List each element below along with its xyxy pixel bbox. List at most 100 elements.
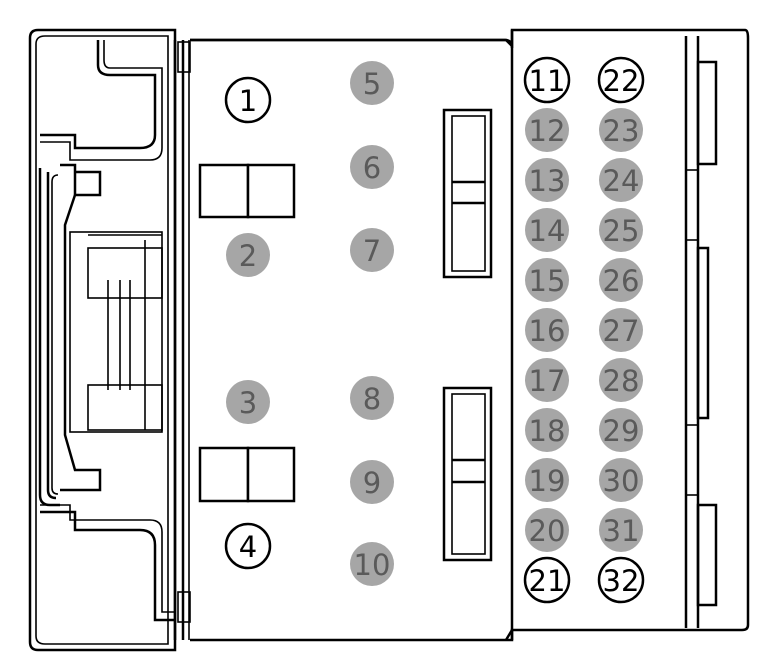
pin-20-label: 20 (529, 514, 566, 548)
cavity-box-lower-right (246, 446, 296, 503)
pin-16: 16 (525, 308, 569, 352)
pin-22-label: 22 (603, 64, 640, 98)
tall-slot-lower (442, 386, 493, 562)
pin-24-marker (599, 158, 643, 202)
pin-4-label: 4 (239, 530, 257, 564)
cavity-box-upper-right (246, 163, 296, 219)
pin-32-label: 32 (603, 564, 640, 598)
pin-21-marker (523, 556, 571, 604)
cavity-box-lower-left (198, 446, 250, 503)
pin-12-label: 12 (529, 114, 566, 148)
pin-16-label: 16 (529, 314, 566, 348)
pin-5: 5 (350, 61, 394, 105)
pin-7-label: 7 (363, 234, 381, 268)
pin-15-label: 15 (529, 264, 566, 298)
pin-10-label: 10 (354, 548, 391, 582)
pin-14-label: 14 (529, 214, 566, 248)
pin-12: 12 (525, 108, 569, 152)
pin-15-marker (525, 258, 569, 302)
pin-26-marker (599, 258, 643, 302)
pin-1: 1 (224, 76, 272, 124)
pin-19-marker (525, 458, 569, 502)
pin-10: 10 (350, 542, 394, 586)
pin-5-marker (350, 61, 394, 105)
pin-28: 28 (599, 358, 643, 402)
pin-20-marker (525, 508, 569, 552)
cavity-box-upper-left (198, 163, 250, 219)
pin-17-marker (525, 358, 569, 402)
pin-27-marker (599, 308, 643, 352)
pin-23-marker (599, 108, 643, 152)
pin-6-marker (350, 145, 394, 189)
pin-2-label: 2 (239, 239, 257, 273)
pin-9-label: 9 (363, 466, 381, 500)
pin-28-marker (599, 358, 643, 402)
pin-25-label: 25 (603, 214, 640, 248)
connector-housing (28, 28, 750, 652)
pin-17-label: 17 (529, 364, 566, 398)
pin-1-label: 1 (239, 84, 257, 118)
tall-slot-upper (442, 108, 493, 279)
pin-29-label: 29 (603, 414, 640, 448)
pin-32: 32 (597, 556, 645, 604)
pin-16-marker (525, 308, 569, 352)
pin-23: 23 (599, 108, 643, 152)
pin-27-label: 27 (603, 314, 640, 348)
pin-3-marker (226, 380, 270, 424)
pin-30-label: 30 (603, 464, 640, 498)
pin-21-label: 21 (529, 564, 566, 598)
pin-22: 22 (597, 56, 645, 104)
pin-4-marker (224, 522, 272, 570)
pin-12-marker (525, 108, 569, 152)
pin-25-marker (599, 208, 643, 252)
pin-25: 25 (599, 208, 643, 252)
pin-7: 7 (350, 228, 394, 272)
pin-13-marker (525, 158, 569, 202)
pin-4: 4 (224, 522, 272, 570)
pin-2: 2 (226, 233, 270, 277)
pin-19: 19 (525, 458, 569, 502)
pin-20: 20 (525, 508, 569, 552)
pin-31: 31 (599, 508, 643, 552)
pin-6-label: 6 (363, 151, 381, 185)
pin-8-label: 8 (363, 382, 381, 416)
pin-10-marker (350, 542, 394, 586)
pin-24: 24 (599, 158, 643, 202)
pin-14-marker (525, 208, 569, 252)
pin-19-label: 19 (529, 464, 566, 498)
pin-11-marker (523, 56, 571, 104)
pin-8: 8 (350, 376, 394, 420)
pin-28-label: 28 (603, 364, 640, 398)
pin-22-marker (597, 56, 645, 104)
pin-30: 30 (599, 458, 643, 502)
pin-26: 26 (599, 258, 643, 302)
cavity-boxes (198, 108, 493, 562)
pin-3-label: 3 (239, 386, 257, 420)
pin-27: 27 (599, 308, 643, 352)
pin-18-marker (525, 408, 569, 452)
pin-14: 14 (525, 208, 569, 252)
pin-3: 3 (226, 380, 270, 424)
pin-17: 17 (525, 358, 569, 402)
pin-1-marker (224, 76, 272, 124)
pin-2-marker (226, 233, 270, 277)
pin-15: 15 (525, 258, 569, 302)
pin-11: 11 (523, 56, 571, 104)
pin-29-marker (599, 408, 643, 452)
pin-26-label: 26 (603, 264, 640, 298)
pin-6: 6 (350, 145, 394, 189)
pin-30-marker (599, 458, 643, 502)
pin-5-label: 5 (363, 67, 381, 101)
pin-13: 13 (525, 158, 569, 202)
pin-24-label: 24 (603, 164, 640, 198)
pin-31-marker (599, 508, 643, 552)
pin-18-label: 18 (529, 414, 566, 448)
pin-9: 9 (350, 460, 394, 504)
pin-7-marker (350, 228, 394, 272)
pin-29: 29 (599, 408, 643, 452)
pin-31-label: 31 (603, 514, 640, 548)
pin-group: 1234567891011121314151617181920212223242… (224, 56, 645, 604)
pin-32-marker (597, 556, 645, 604)
pin-13-label: 13 (529, 164, 566, 198)
